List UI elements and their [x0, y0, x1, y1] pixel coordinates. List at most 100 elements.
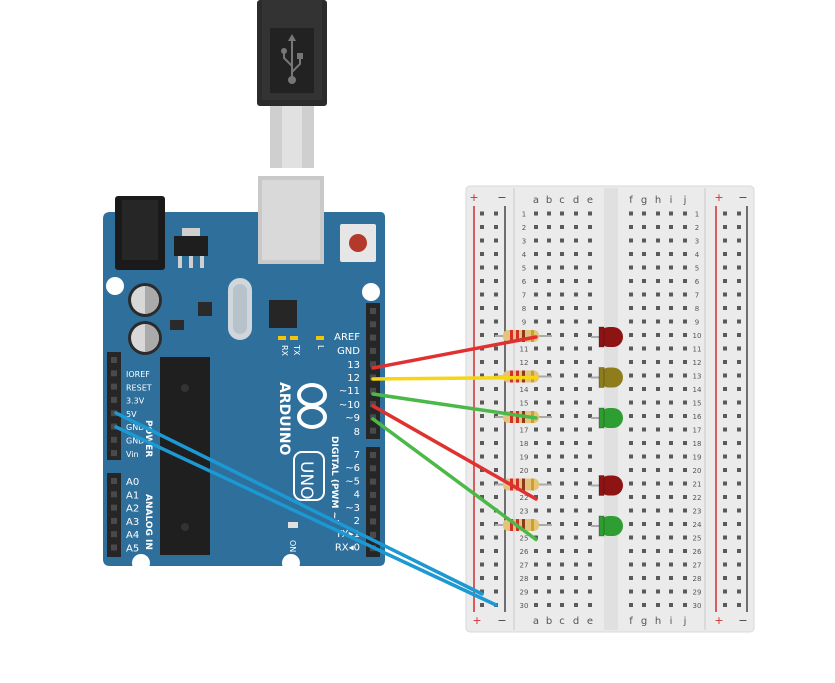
breadboard-hole[interactable] — [629, 508, 633, 513]
breadboard-hole[interactable] — [588, 562, 592, 567]
rail-hole[interactable] — [480, 549, 484, 553]
rail-hole[interactable] — [494, 292, 498, 297]
breadboard-hole[interactable] — [629, 306, 633, 310]
breadboard-hole[interactable] — [574, 441, 578, 445]
breadboard-hole[interactable] — [683, 576, 687, 580]
breadboard-hole[interactable] — [588, 306, 592, 310]
breadboard-hole[interactable] — [547, 252, 551, 256]
breadboard-hole[interactable] — [574, 603, 578, 607]
breadboard-hole[interactable] — [669, 211, 673, 216]
header-socket[interactable] — [370, 321, 376, 328]
breadboard-hole[interactable] — [560, 265, 564, 270]
breadboard-hole[interactable] — [560, 225, 564, 229]
breadboard-hole[interactable] — [642, 427, 646, 432]
rail-hole[interactable] — [723, 427, 727, 432]
breadboard-hole[interactable] — [656, 265, 660, 270]
breadboard-hole[interactable] — [588, 265, 592, 270]
rail-hole[interactable] — [494, 238, 498, 243]
rail-hole[interactable] — [494, 562, 498, 567]
breadboard-hole[interactable] — [669, 265, 673, 270]
breadboard-hole[interactable] — [574, 387, 578, 391]
rail-hole[interactable] — [480, 387, 484, 391]
header-socket[interactable] — [111, 383, 117, 390]
rail-hole[interactable] — [737, 400, 741, 405]
breadboard-hole[interactable] — [683, 414, 687, 418]
breadboard-hole[interactable] — [629, 603, 633, 607]
breadboard-hole[interactable] — [560, 373, 564, 378]
breadboard-hole[interactable] — [588, 225, 592, 229]
breadboard-hole[interactable] — [560, 508, 564, 513]
breadboard-hole[interactable] — [642, 373, 646, 378]
breadboard-hole[interactable] — [683, 441, 687, 445]
breadboard-hole[interactable] — [642, 252, 646, 256]
breadboard-hole[interactable] — [642, 603, 646, 607]
breadboard-hole[interactable] — [669, 225, 673, 229]
led-red[interactable] — [591, 475, 623, 496]
breadboard-hole[interactable] — [547, 589, 551, 594]
breadboard-hole[interactable] — [588, 319, 592, 324]
breadboard-hole[interactable] — [642, 454, 646, 459]
rail-hole[interactable] — [494, 495, 498, 499]
breadboard-hole[interactable] — [588, 441, 592, 445]
breadboard-hole[interactable] — [629, 454, 633, 459]
breadboard-hole[interactable] — [683, 400, 687, 405]
breadboard-hole[interactable] — [629, 387, 633, 391]
rail-hole[interactable] — [723, 319, 727, 324]
breadboard-hole[interactable] — [656, 225, 660, 229]
breadboard-hole[interactable] — [629, 576, 633, 580]
wire-green[interactable] — [371, 392, 538, 420]
rail-hole[interactable] — [723, 562, 727, 567]
rail-hole[interactable] — [737, 319, 741, 324]
breadboard-hole[interactable] — [669, 400, 673, 405]
breadboard-hole[interactable] — [669, 414, 673, 418]
breadboard-hole[interactable] — [547, 441, 551, 445]
breadboard-hole[interactable] — [574, 211, 578, 216]
breadboard-hole[interactable] — [669, 238, 673, 243]
breadboard-hole[interactable] — [588, 360, 592, 364]
breadboard-hole[interactable] — [534, 576, 538, 580]
rail-hole[interactable] — [737, 468, 741, 472]
breadboard-hole[interactable] — [656, 427, 660, 432]
breadboard-hole[interactable] — [547, 319, 551, 324]
breadboard-hole[interactable] — [669, 333, 673, 337]
breadboard-hole[interactable] — [534, 441, 538, 445]
rail-hole[interactable] — [480, 495, 484, 499]
rail-hole[interactable] — [737, 522, 741, 526]
breadboard-hole[interactable] — [534, 603, 538, 607]
breadboard-hole[interactable] — [534, 454, 538, 459]
breadboard-hole[interactable] — [656, 522, 660, 526]
breadboard-hole[interactable] — [669, 589, 673, 594]
breadboard-hole[interactable] — [588, 211, 592, 216]
rail-hole[interactable] — [737, 441, 741, 445]
breadboard-hole[interactable] — [588, 522, 592, 526]
rail-hole[interactable] — [480, 414, 484, 418]
header-socket[interactable] — [111, 436, 117, 443]
breadboard-hole[interactable] — [656, 441, 660, 445]
header-socket[interactable] — [370, 334, 376, 341]
breadboard-hole[interactable] — [642, 508, 646, 513]
rail-hole[interactable] — [723, 360, 727, 364]
breadboard-hole[interactable] — [656, 454, 660, 459]
header-socket[interactable] — [370, 308, 376, 314]
breadboard-hole[interactable] — [656, 468, 660, 472]
rail-hole[interactable] — [737, 387, 741, 391]
breadboard-hole[interactable] — [642, 211, 646, 216]
breadboard-hole[interactable] — [588, 279, 592, 283]
breadboard-hole[interactable] — [656, 414, 660, 418]
breadboard-hole[interactable] — [534, 292, 538, 297]
breadboard-hole[interactable] — [642, 225, 646, 229]
breadboard-hole[interactable] — [683, 562, 687, 567]
breadboard-hole[interactable] — [547, 576, 551, 580]
breadboard-hole[interactable] — [642, 414, 646, 418]
rail-hole[interactable] — [737, 225, 741, 229]
breadboard-hole[interactable] — [683, 535, 687, 540]
breadboard-hole[interactable] — [588, 535, 592, 540]
breadboard-hole[interactable] — [560, 603, 564, 607]
breadboard-hole[interactable] — [656, 238, 660, 243]
rail-hole[interactable] — [737, 549, 741, 553]
rail-hole[interactable] — [723, 535, 727, 540]
breadboard-hole[interactable] — [588, 576, 592, 580]
breadboard-hole[interactable] — [683, 603, 687, 607]
breadboard-hole[interactable] — [642, 306, 646, 310]
rail-hole[interactable] — [723, 549, 727, 553]
